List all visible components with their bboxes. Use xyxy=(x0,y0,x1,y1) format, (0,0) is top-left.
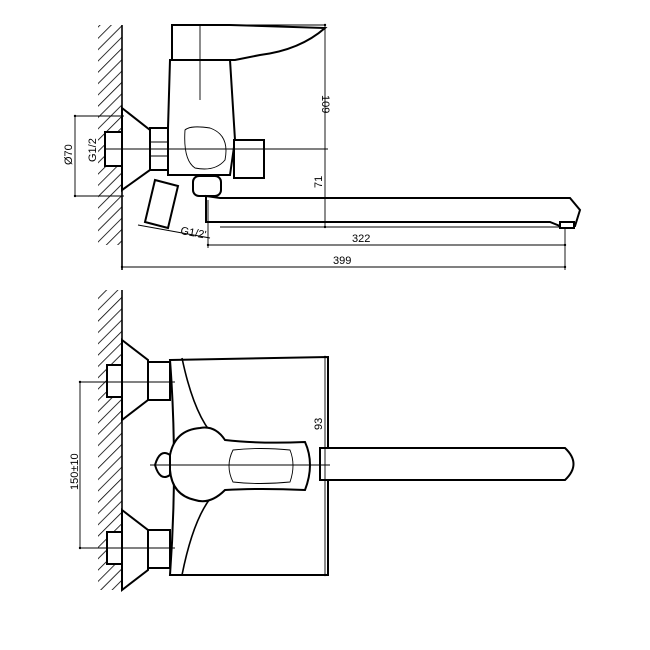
spout xyxy=(319,447,575,481)
spout-joint xyxy=(192,175,222,197)
dim-flange-diameter: Ø70 xyxy=(63,144,75,165)
right-nut xyxy=(233,139,265,179)
side-view: 109 71 322 399 Ø70 G1/2 G1/2' xyxy=(63,23,582,270)
dim-inlet-spacing: 150±10 xyxy=(69,453,81,490)
lever xyxy=(171,24,328,61)
dim-body-height: 93 xyxy=(313,418,325,430)
dim-spout-reach: 322 xyxy=(352,233,370,245)
dim-outlet-thread: G1/2' xyxy=(179,225,207,241)
upper-inlet xyxy=(106,337,171,423)
dim-total-length: 399 xyxy=(333,255,351,267)
diverter-outlet xyxy=(143,178,180,230)
spout xyxy=(205,194,582,227)
dim-spout-height: 71 xyxy=(313,176,325,188)
top-view: 93 150±10 xyxy=(69,290,575,593)
dim-lever-height: 109 xyxy=(319,95,331,113)
aerator xyxy=(559,221,575,229)
dim-inlet-thread: G1/2 xyxy=(87,138,99,162)
